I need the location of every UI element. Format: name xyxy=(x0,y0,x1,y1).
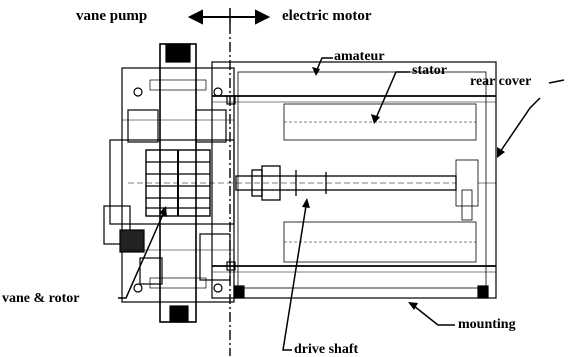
label-vane-pump: vane pump xyxy=(76,8,148,24)
leader-lines xyxy=(118,57,565,351)
shaft-drawing xyxy=(235,165,457,201)
pump-drawing xyxy=(103,43,236,323)
label-amateur: amateur xyxy=(334,49,385,64)
label-rear-cover: rear cover xyxy=(470,74,532,89)
label-vane-rotor: vane & rotor xyxy=(2,291,80,306)
label-drive-shaft: drive shaft xyxy=(294,342,359,357)
motor-housing xyxy=(211,61,497,299)
label-mounting: mounting xyxy=(458,317,516,332)
label-electric-motor: electric motor xyxy=(282,8,372,24)
label-stator: stator xyxy=(412,63,447,78)
direction-arrow xyxy=(187,8,271,25)
